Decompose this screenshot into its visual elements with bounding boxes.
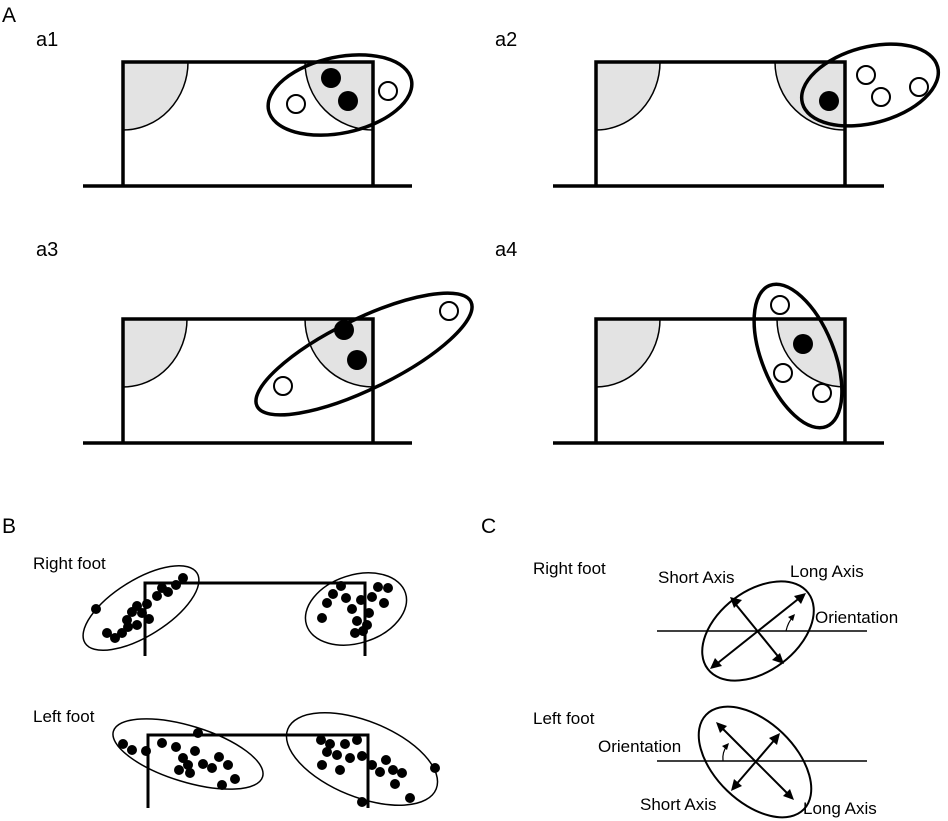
arrowhead xyxy=(731,779,742,791)
dispersion-ellipse xyxy=(799,42,941,128)
arrowhead xyxy=(716,722,727,733)
kick-points-left xyxy=(118,728,240,790)
long-axis-label: Long Axis xyxy=(803,799,877,818)
arrowhead xyxy=(710,658,722,669)
kick-point-open xyxy=(439,301,459,321)
dispersion-ellipse-right xyxy=(285,711,439,807)
keeper-zone-left xyxy=(595,318,661,388)
kick-points-right xyxy=(316,735,440,807)
panel-b-left-foot-label: Left foot xyxy=(33,707,95,726)
arrowhead xyxy=(769,733,780,745)
kick-point-open xyxy=(378,81,398,101)
kick-point-open xyxy=(286,94,306,114)
kick-point-open xyxy=(812,383,832,403)
kick-points-right xyxy=(317,581,393,638)
panel-b-right-foot-label: Right foot xyxy=(33,554,106,573)
arrowhead xyxy=(772,653,784,664)
panel-c-left-foot: Left foot Orientation Short Axis Long Ax… xyxy=(533,705,877,819)
keeper-zone-left xyxy=(122,61,189,131)
long-axis-arrow xyxy=(718,724,792,798)
subpanel-a4-label: a4 xyxy=(495,239,517,261)
kick-point-filled xyxy=(338,91,358,111)
panel-c-right-foot: Right foot Short Axis Long Axis Orientat… xyxy=(533,559,898,682)
short-axis-label: Short Axis xyxy=(640,795,717,814)
panel-c-right-foot-label: Right foot xyxy=(533,559,606,578)
dispersion-ellipse xyxy=(266,53,414,137)
dispersion-ellipse-left xyxy=(82,564,200,652)
orientation-label: Orientation xyxy=(815,608,898,627)
subpanel-a1-label: a1 xyxy=(36,29,58,51)
subpanel-a1: a1 xyxy=(36,29,414,188)
short-axis-arrow xyxy=(733,736,778,788)
kick-point-open xyxy=(871,87,891,107)
kick-points-left xyxy=(91,573,188,643)
arrowhead xyxy=(722,743,729,750)
panel-b-left-foot: Left foot xyxy=(33,707,440,808)
ellipse-diagram xyxy=(697,705,813,819)
goal-frame xyxy=(121,317,375,443)
kick-point-open xyxy=(273,376,293,396)
arrowhead xyxy=(794,593,806,604)
subpanel-a2: a2 xyxy=(495,29,941,188)
kick-point-filled xyxy=(819,91,839,111)
subpanel-a3-label: a3 xyxy=(36,239,58,261)
kick-point-filled xyxy=(334,320,354,340)
kick-point-filled xyxy=(793,334,813,354)
panel-a-letter: A xyxy=(2,4,16,27)
orientation-label: Orientation xyxy=(598,737,681,756)
short-axis-arrow xyxy=(732,600,782,661)
keeper-zone-right xyxy=(774,61,846,131)
subpanel-a4: a4 xyxy=(495,239,884,445)
arrowhead xyxy=(730,597,742,608)
kick-point-open xyxy=(773,363,793,383)
short-axis-label: Short Axis xyxy=(658,568,735,587)
keeper-zone-left xyxy=(122,318,188,388)
subpanel-a3: a3 xyxy=(36,239,474,445)
dispersion-ellipse-right xyxy=(304,572,408,646)
kick-point-open xyxy=(770,295,790,315)
dispersion-ellipse-left xyxy=(112,718,264,790)
panel-b-letter: B xyxy=(2,515,16,538)
dispersion-ellipse xyxy=(752,282,844,430)
arrowhead xyxy=(788,614,795,621)
kick-point-open xyxy=(856,65,876,85)
panel-b-right-foot: Right foot xyxy=(33,554,408,656)
goal-frame xyxy=(594,317,847,443)
arrowhead xyxy=(783,789,794,800)
goal-frame xyxy=(146,733,370,808)
long-axis-label: Long Axis xyxy=(790,562,864,581)
goal-frame xyxy=(594,60,847,186)
panel-c-left-foot-label: Left foot xyxy=(533,709,595,728)
kick-point-open xyxy=(909,77,929,97)
subpanel-a2-label: a2 xyxy=(495,29,517,51)
panel-c-letter: C xyxy=(481,515,496,538)
kick-point-filled xyxy=(321,68,341,88)
kick-point-filled xyxy=(347,350,367,370)
keeper-zone-left xyxy=(595,61,661,131)
